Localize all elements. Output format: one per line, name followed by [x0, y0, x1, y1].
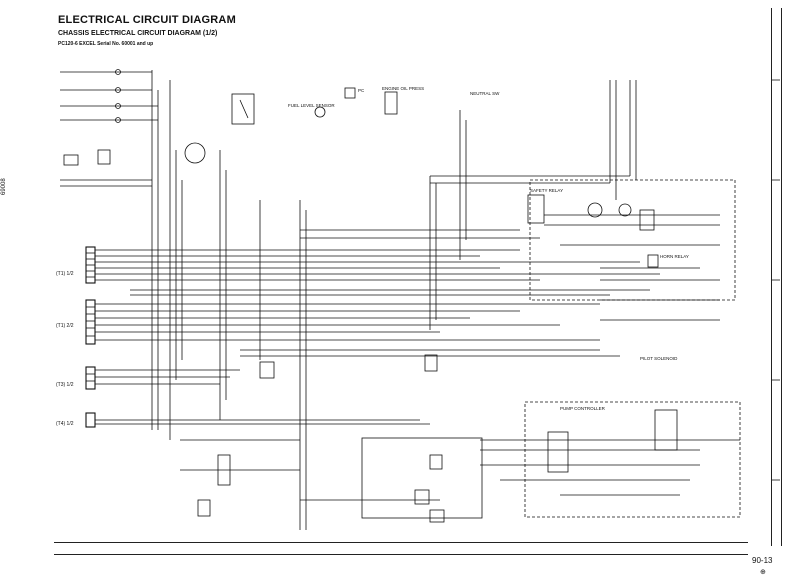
wire-harness-vertical	[151, 70, 637, 530]
connector-label-t1-1: (T1) 1/2	[56, 271, 74, 277]
connector-block-t1-2	[85, 299, 96, 345]
label-pump-controller: PUMP CONTROLLER	[560, 406, 606, 411]
diagram-title: ELECTRICAL CIRCUIT DIAGRAM	[58, 14, 236, 26]
diagram-subtitle: CHASSIS ELECTRICAL CIRCUIT DIAGRAM (1/2)	[58, 30, 218, 37]
relay-cluster	[184, 87, 398, 164]
page-number: 90-13	[752, 556, 773, 565]
label-pilot-solenoid: PILOT SOLENOID	[640, 356, 678, 361]
label-fuel-sensor: FUEL LEVEL SENSOR	[288, 103, 335, 108]
connector-block-t3	[85, 366, 96, 390]
label-neutral-sw: NEUTRAL SW	[470, 91, 500, 96]
connector-block-t1-1	[85, 246, 96, 284]
label-horn-relay: HORN RELAY	[660, 254, 689, 259]
connector-label-t1-2: (T1) 2/2	[56, 323, 74, 329]
connector-label-t3: (T3) 1/2	[56, 382, 74, 388]
wire-harness-horizontal	[95, 175, 660, 425]
serial-note: PC120-6 EXCEL Serial No. 60001 and up	[58, 41, 154, 47]
label-safety-relay: SAFETY RELAY	[530, 188, 563, 193]
controller-cluster	[527, 179, 736, 321]
label-pc: PC	[358, 88, 365, 93]
right-index-ticks	[771, 79, 780, 481]
page-mark: ⊕	[760, 569, 766, 576]
pump-controller-box	[480, 401, 741, 518]
bottom-index-band	[54, 542, 748, 555]
lower-relays	[180, 354, 483, 523]
connector-block-t4	[85, 412, 96, 428]
right-index-band	[771, 8, 782, 546]
label-oil-press: ENGINE OIL PRESS	[382, 86, 424, 91]
key-switch-group	[60, 69, 158, 187]
connector-label-t4: (T4) 1/2	[56, 421, 74, 427]
